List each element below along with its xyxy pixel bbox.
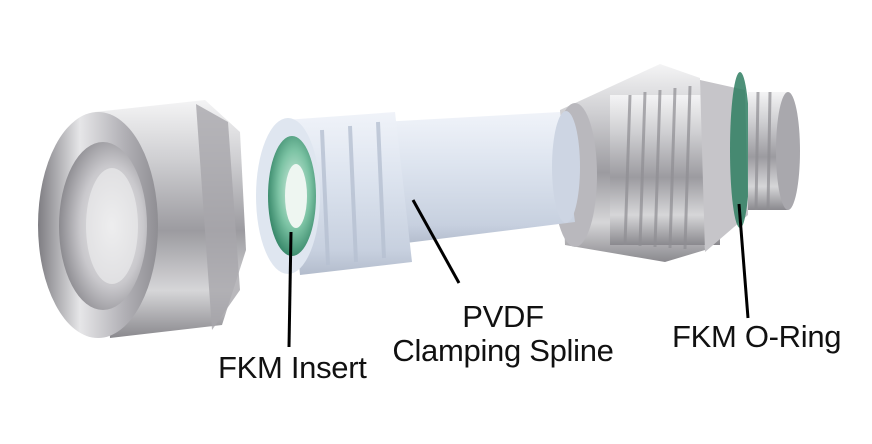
leader-line-oring [737,203,750,319]
dome-cap-nut [38,100,246,338]
label-fkm-insert: FKM Insert [218,350,367,385]
leader-line-insert [287,231,293,348]
label-pvdf-clamping-spline: PVDF Clamping Spline [383,300,623,368]
pvdf-clamping-spline [256,111,580,275]
leader-line-spline [411,199,461,284]
gland-body [553,64,800,262]
label-fkm-o-ring: FKM O-Ring [672,319,842,354]
label-pvdf-line2: Clamping Spline [392,333,614,368]
label-pvdf-line1: PVDF [462,299,544,334]
